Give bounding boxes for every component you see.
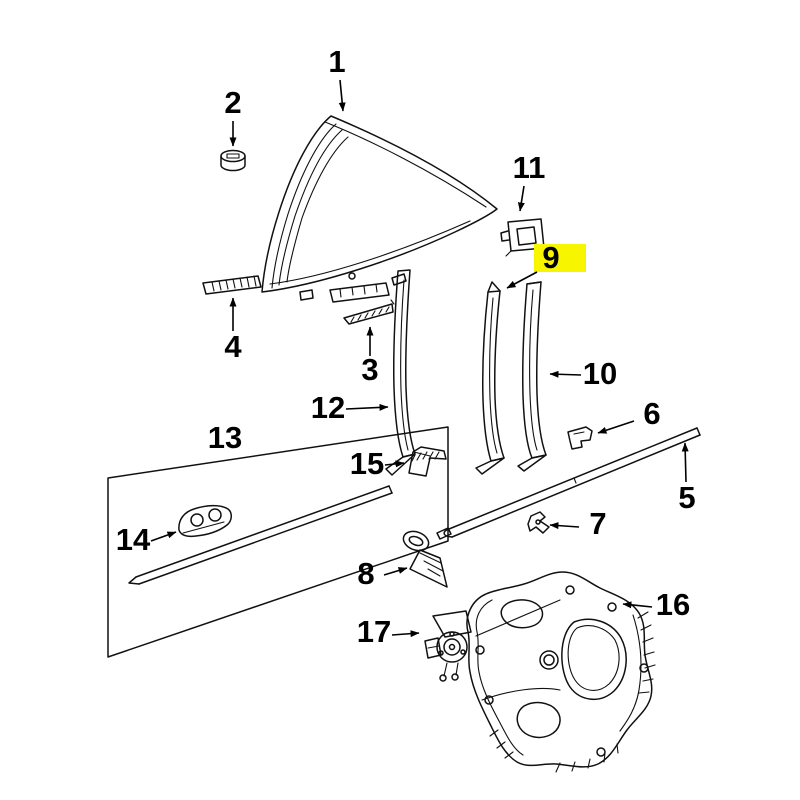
callout-17[interactable]: 17	[357, 614, 420, 649]
part-number-label: 12	[311, 390, 345, 425]
part-7-clip	[527, 511, 550, 534]
part-number-label: 15	[350, 446, 384, 481]
callout-2[interactable]: 2	[224, 85, 242, 147]
callout-arrow	[338, 79, 346, 112]
part-number-label: 4	[224, 329, 242, 364]
callout-arrow	[345, 403, 389, 411]
part-3-wedge	[343, 299, 395, 325]
part-1-quarter-glass	[261, 115, 498, 303]
callout-arrow	[681, 442, 689, 483]
callout-13[interactable]: 13	[208, 420, 242, 455]
callout-4[interactable]: 4	[224, 297, 242, 364]
highlight-marker	[534, 244, 586, 272]
part-9-run-channel	[475, 281, 505, 475]
callout-3[interactable]: 3	[361, 326, 379, 387]
callout-16[interactable]: 16	[622, 587, 690, 622]
part-13-panel-outline	[107, 426, 449, 658]
part-number-label: 1	[328, 44, 345, 79]
callout-arrow	[622, 601, 653, 609]
part-number-label: 9	[542, 240, 559, 275]
callout-10[interactable]: 10	[549, 356, 617, 391]
callout-arrow	[549, 522, 580, 530]
part-number-label: 11	[513, 150, 546, 185]
part-14-molding-strip	[128, 485, 393, 585]
part-5-belt-molding	[436, 427, 701, 540]
callout-14[interactable]: 14	[116, 522, 177, 557]
part-12-run-channel	[385, 269, 416, 476]
part-6-clip	[567, 426, 593, 450]
callout-arrow	[150, 531, 177, 542]
callout-arrow	[384, 460, 405, 468]
callout-5[interactable]: 5	[678, 442, 696, 515]
part-number-label: 2	[224, 85, 241, 120]
callout-12[interactable]: 12	[311, 390, 389, 425]
callout-arrow	[383, 567, 408, 576]
callout-arrow	[517, 185, 525, 212]
parts-artwork	[107, 115, 701, 773]
callout-1[interactable]: 1	[328, 44, 346, 112]
part-2-clip	[220, 149, 246, 172]
callout-6[interactable]: 6	[597, 396, 661, 434]
part-number-label: 7	[589, 506, 606, 541]
callout-11[interactable]: 11	[513, 150, 546, 212]
callout-arrow	[549, 370, 582, 378]
callout-arrow	[597, 420, 635, 434]
part-number-label: 8	[357, 556, 374, 591]
callout-8[interactable]: 8	[357, 556, 408, 591]
callout-9[interactable]: 9	[506, 240, 586, 289]
callout-15[interactable]: 15	[350, 446, 405, 481]
part-number-label: 14	[116, 522, 151, 557]
part-number-label: 3	[361, 352, 378, 387]
part-10-run-channel	[517, 281, 547, 472]
part-15-bracket	[408, 446, 447, 477]
part-4-strip	[202, 275, 262, 295]
part-number-label: 5	[678, 480, 695, 515]
part-17-motor	[424, 610, 472, 682]
part-number-label: 6	[643, 396, 660, 431]
callout-7[interactable]: 7	[549, 506, 607, 541]
part-number-label: 10	[583, 356, 617, 391]
part-8-bracket	[402, 530, 448, 588]
part-number-label: 16	[656, 587, 690, 622]
part-number-label: 13	[208, 420, 242, 455]
part-number-label: 17	[357, 614, 391, 649]
callout-arrow	[506, 271, 538, 289]
part-16-inner-panel	[466, 571, 656, 773]
callout-arrow	[391, 630, 420, 638]
